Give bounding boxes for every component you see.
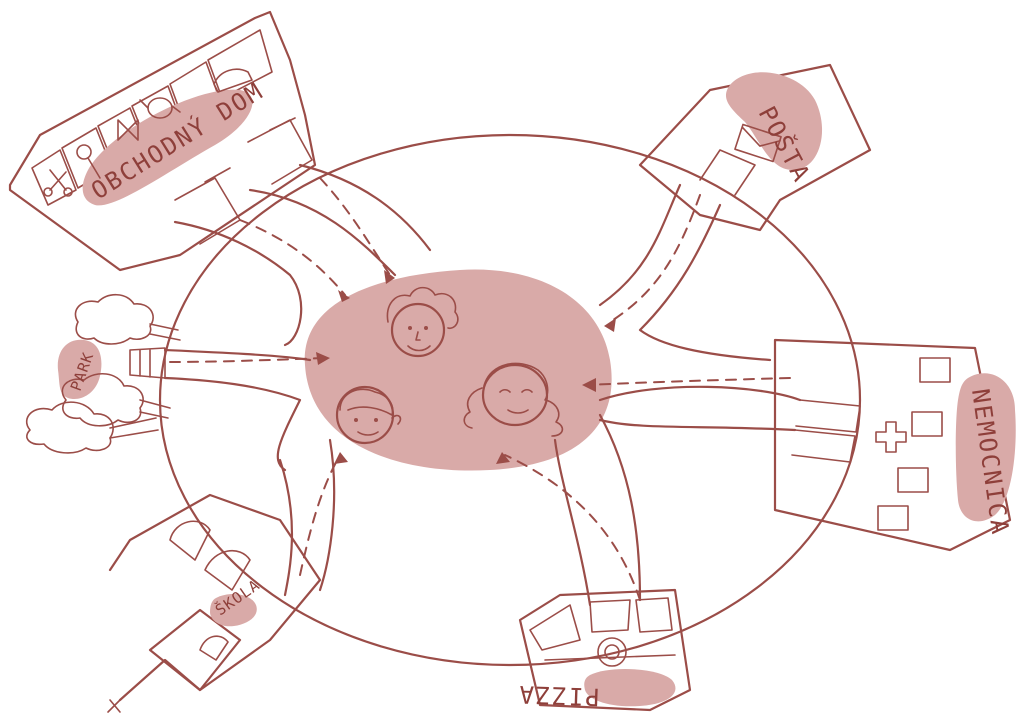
post-office [640, 65, 870, 230]
tree-icon [27, 402, 158, 453]
scissors-icon [44, 170, 72, 196]
cross-icon [876, 422, 906, 452]
park [27, 295, 180, 453]
tree-icon [75, 295, 180, 344]
pizza-label: PIZZA [517, 680, 600, 711]
